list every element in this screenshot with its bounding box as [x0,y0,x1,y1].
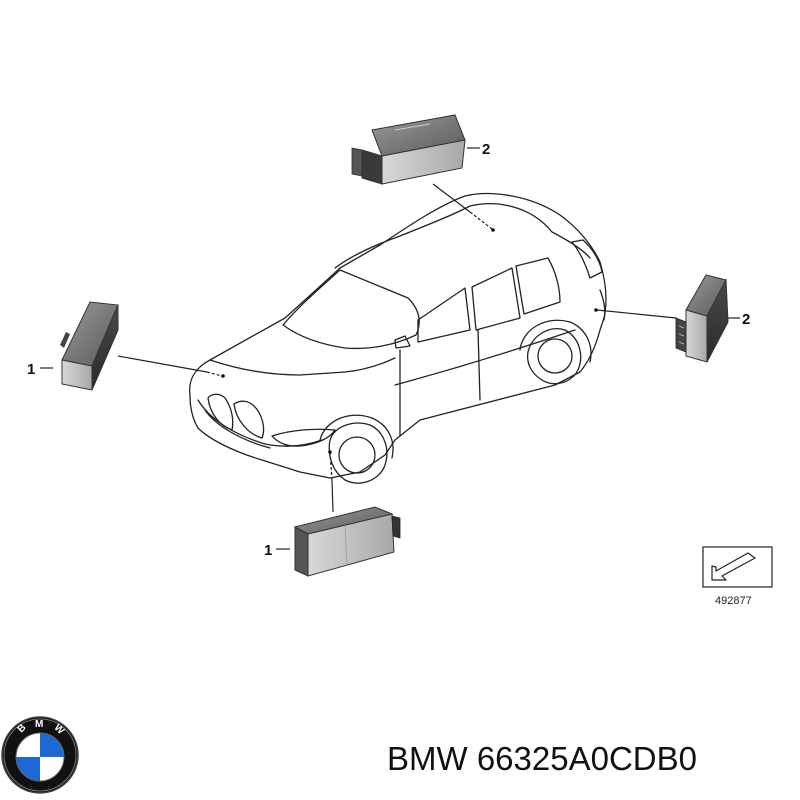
diagram-reference-box: 492877 [702,546,773,607]
control-module-right [675,274,729,363]
callout-part-1-left: 1 [27,361,35,378]
leader-dots [221,228,598,454]
car-outline [189,192,607,484]
brand-name: BMW [387,740,468,777]
part-number: 66325A0CDB0 [476,740,697,777]
callout-part-2-top: 2 [482,141,490,158]
arrow-icon [711,552,756,581]
control-module-bottom [293,506,401,577]
control-module-left [60,301,119,391]
logo-letter-m: M [35,719,43,730]
control-module-top [351,114,466,185]
diagram-ref-number: 492877 [715,595,752,607]
bmw-logo: B M W [1,716,79,794]
callout-part-2-right: 2 [742,311,750,328]
leader-lines [40,147,740,550]
part-title: BMW 66325A0CDB0 [387,740,697,778]
callout-part-1-bottom: 1 [264,542,272,559]
